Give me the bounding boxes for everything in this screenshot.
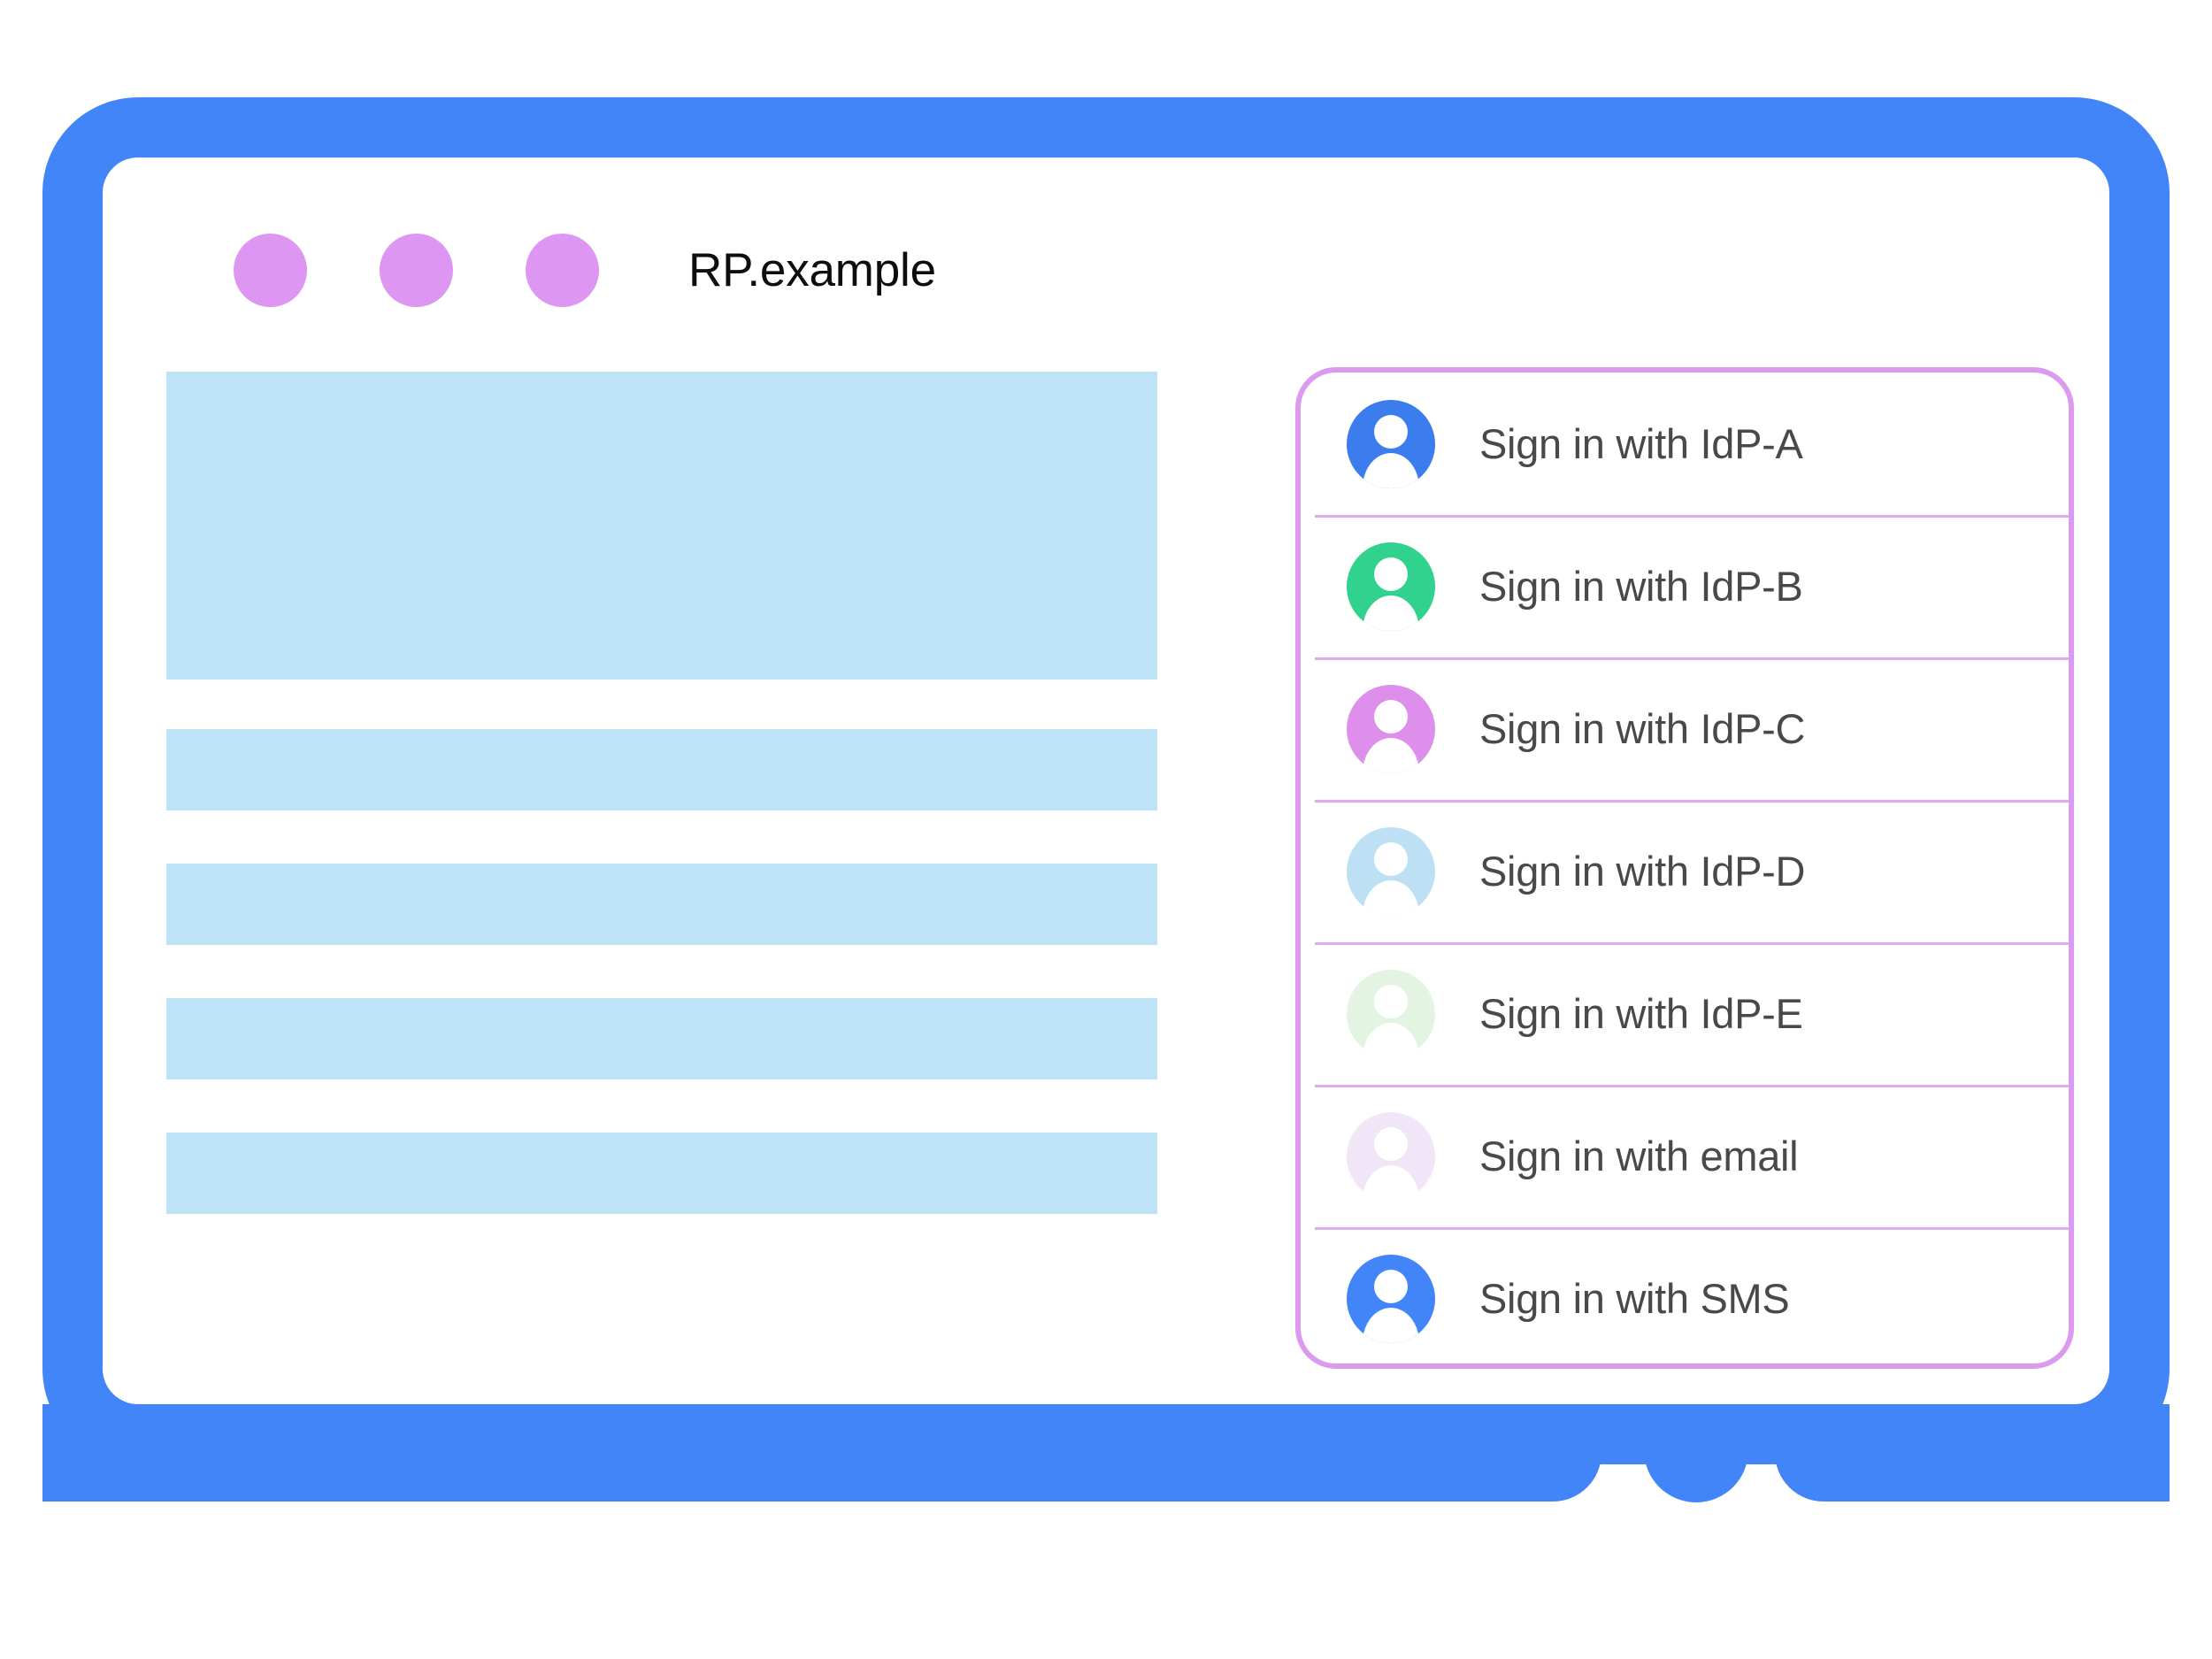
account-avatar-icon: [1347, 399, 1435, 488]
signin-option-label: Sign in with email: [1479, 1132, 1799, 1179]
signin-option-row[interactable]: Sign in with IdP-C: [1301, 657, 2069, 800]
account-avatar-icon: [1347, 826, 1435, 916]
window-dot-1[interactable]: [234, 234, 307, 307]
signin-option-row[interactable]: Sign in with IdP-B: [1301, 515, 2069, 657]
signin-option-row[interactable]: Sign in with IdP-E: [1301, 942, 2069, 1085]
signin-option-label: Sign in with IdP-E: [1479, 989, 1803, 1037]
text-placeholder-3: [166, 998, 1157, 1079]
window-control-dots: [234, 234, 599, 307]
signin-option-label: Sign in with SMS: [1479, 1274, 1790, 1322]
content-placeholder-column: [166, 372, 1157, 1214]
signin-option-row[interactable]: Sign in with SMS: [1301, 1227, 2069, 1363]
text-placeholder-1: [166, 729, 1157, 810]
account-avatar-icon: [1347, 969, 1435, 1058]
signin-option-label: Sign in with IdP-A: [1479, 419, 1803, 467]
signin-option-label: Sign in with IdP-B: [1479, 562, 1803, 610]
signin-option-label: Sign in with IdP-D: [1479, 847, 1806, 895]
signin-option-label: Sign in with IdP-C: [1479, 704, 1806, 752]
account-avatar-icon: [1347, 684, 1435, 773]
window-dot-3[interactable]: [526, 234, 599, 307]
page-title: RP.example: [688, 244, 936, 296]
signin-option-row[interactable]: Sign in with email: [1301, 1085, 2069, 1227]
window-title-bar: RP.example: [103, 157, 2109, 334]
signin-option-row[interactable]: Sign in with IdP-A: [1301, 373, 2069, 515]
text-placeholder-4: [166, 1133, 1157, 1214]
window-dot-2[interactable]: [380, 234, 453, 307]
text-placeholder-2: [166, 864, 1157, 945]
hero-placeholder: [166, 372, 1157, 680]
signin-option-row[interactable]: Sign in with IdP-D: [1301, 800, 2069, 942]
account-avatar-icon: [1347, 1254, 1435, 1343]
account-avatar-icon: [1347, 1111, 1435, 1201]
account-chooser-panel: Sign in with IdP-A Sign in with IdP-B Sign…: [1295, 367, 2074, 1369]
account-avatar-icon: [1347, 541, 1435, 631]
